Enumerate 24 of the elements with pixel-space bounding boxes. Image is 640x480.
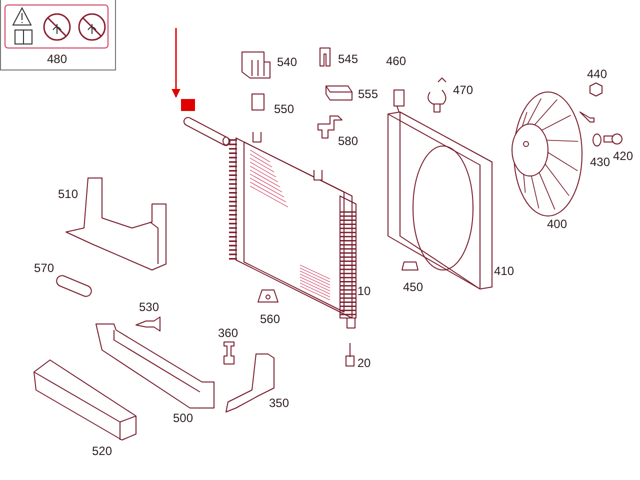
- callout-number: 360: [218, 327, 238, 339]
- callout-number: 470: [452, 84, 474, 96]
- callout-number: 560: [260, 313, 280, 325]
- callout-number: 550: [274, 103, 294, 115]
- callout-number: 580: [338, 135, 358, 147]
- callout-number: 510: [58, 188, 78, 200]
- callout-number: 10: [357, 285, 371, 297]
- callout-number: 400: [546, 218, 568, 230]
- callout-number: 350: [268, 397, 290, 409]
- callout-number: 20: [357, 357, 371, 369]
- callout-number: 540: [276, 56, 298, 68]
- callout-number: 530: [138, 301, 160, 313]
- callout-number: 410: [494, 265, 514, 277]
- callout-number: 440: [586, 68, 608, 80]
- callout-number: 450: [402, 281, 424, 293]
- callout-number: 460: [386, 55, 406, 67]
- callout-number: 430: [590, 156, 610, 168]
- callout-number: 420: [612, 150, 634, 162]
- callout-number: 555: [358, 88, 378, 100]
- callout-number: 500: [172, 412, 194, 424]
- callout-number: 480: [46, 53, 68, 65]
- callout-number: 545: [338, 53, 358, 65]
- callout-number: 570: [34, 262, 54, 274]
- callout-number: 520: [92, 445, 112, 457]
